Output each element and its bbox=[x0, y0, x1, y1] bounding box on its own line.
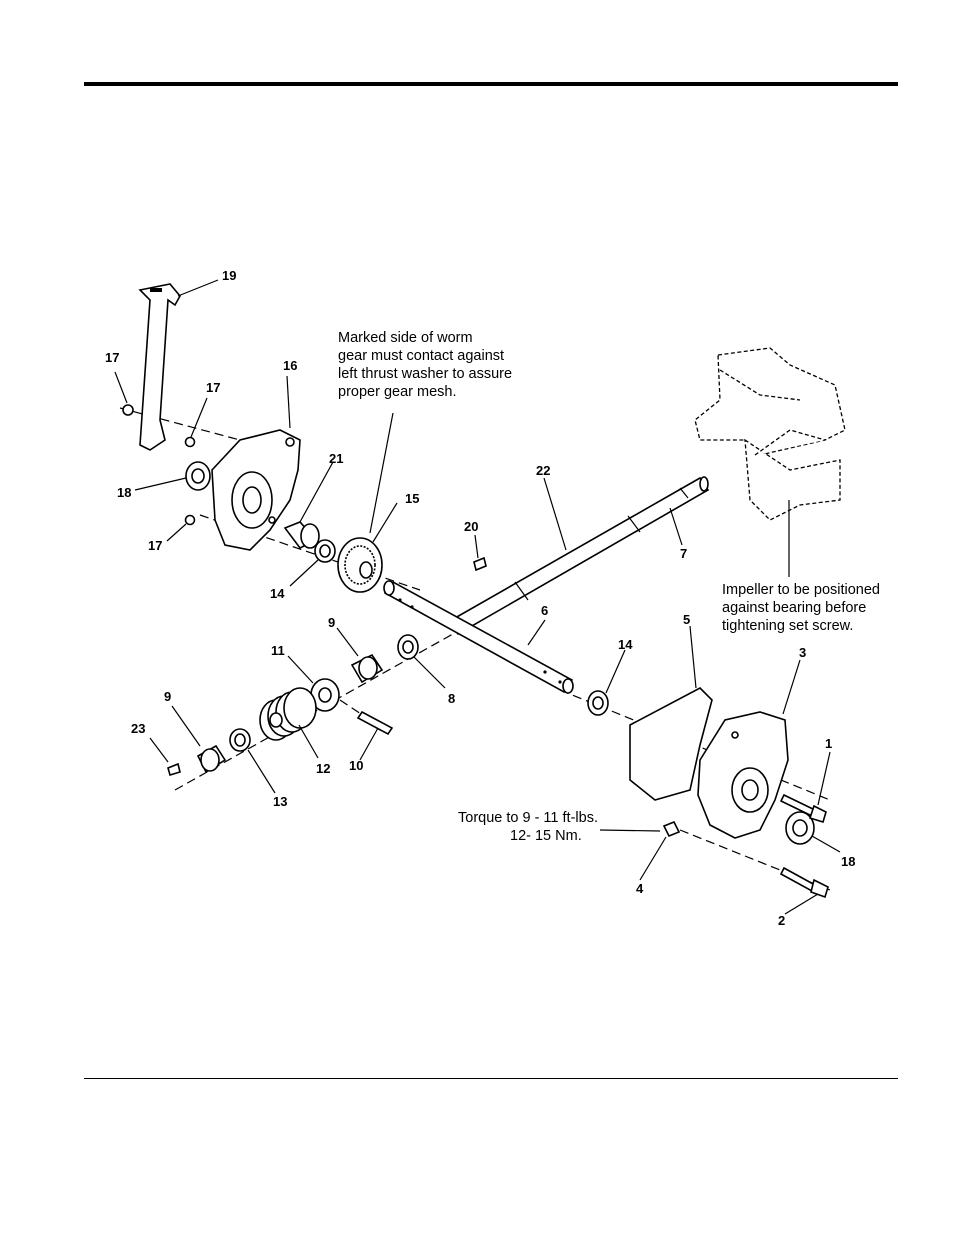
worm bbox=[260, 688, 316, 740]
note-worm-gear-line-3: left thrust washer to assure bbox=[338, 366, 512, 382]
key-part-23 bbox=[168, 764, 180, 775]
callout-14-right: 14 bbox=[618, 637, 633, 652]
callout-12: 12 bbox=[316, 761, 330, 776]
callout-21: 21 bbox=[329, 451, 343, 466]
note-worm-gear-line-1: Marked side of worm bbox=[338, 330, 473, 346]
bolt-2 bbox=[781, 868, 828, 897]
callout-7: 7 bbox=[680, 546, 687, 561]
callout-3: 3 bbox=[799, 645, 806, 660]
callout-10: 10 bbox=[349, 758, 363, 773]
callout-1: 1 bbox=[825, 736, 832, 751]
bearing-left bbox=[186, 462, 210, 490]
note-impeller-line-3: tightening set screw. bbox=[722, 618, 853, 634]
worm-gear bbox=[338, 538, 382, 592]
callout-6: 6 bbox=[541, 603, 548, 618]
housing-left-half bbox=[212, 430, 300, 550]
callout-18-right: 18 bbox=[841, 854, 855, 869]
nut-4 bbox=[664, 822, 679, 836]
callout-4: 4 bbox=[636, 881, 644, 896]
note-worm-gear: Marked side of worm gear must contact ag… bbox=[338, 330, 512, 400]
callout-15: 15 bbox=[405, 491, 419, 506]
callout-18-left: 18 bbox=[117, 485, 131, 500]
callout-23: 23 bbox=[131, 721, 145, 736]
note-torque-line-1: Torque to 9 - 11 ft-lbs. bbox=[458, 810, 598, 826]
note-torque: Torque to 9 - 11 ft-lbs. 12- 15 Nm. bbox=[458, 810, 598, 844]
spacer-9-lower bbox=[198, 746, 225, 772]
callout-2: 2 bbox=[778, 913, 785, 928]
callout-8: 8 bbox=[448, 691, 455, 706]
callout-16: 16 bbox=[283, 358, 297, 373]
callout-17-mid: 17 bbox=[206, 380, 220, 395]
washer-8 bbox=[398, 635, 418, 659]
note-torque-line-2: 12- 15 Nm. bbox=[510, 828, 582, 844]
callout-19: 19 bbox=[222, 268, 236, 283]
impeller bbox=[695, 348, 845, 520]
callout-11: 11 bbox=[271, 643, 285, 658]
callout-13: 13 bbox=[273, 794, 287, 809]
callout-14-left: 14 bbox=[270, 586, 285, 601]
note-worm-gear-line-2: gear must contact against bbox=[338, 348, 504, 364]
housing-right-half bbox=[698, 712, 788, 838]
note-impeller-line-2: against bearing before bbox=[722, 600, 866, 616]
thrust-washer-left bbox=[315, 540, 335, 562]
washer-13 bbox=[230, 729, 250, 751]
callout-5: 5 bbox=[683, 612, 690, 627]
callout-9-lower: 9 bbox=[164, 689, 171, 704]
callout-17-bottom: 17 bbox=[148, 538, 162, 553]
bushing bbox=[285, 522, 319, 548]
drive-shaft bbox=[448, 477, 708, 634]
note-worm-gear-line-4: proper gear mesh. bbox=[338, 384, 456, 400]
shift-lever bbox=[140, 284, 180, 450]
callout-20: 20 bbox=[464, 519, 478, 534]
note-impeller: Impeller to be positioned against bearin… bbox=[722, 582, 880, 634]
thrust-washer-right bbox=[588, 691, 608, 715]
callout-9-upper: 9 bbox=[328, 615, 335, 630]
key-part-20 bbox=[474, 558, 486, 570]
spacer-9-upper bbox=[352, 655, 382, 682]
callout-17-top: 17 bbox=[105, 350, 119, 365]
note-impeller-line-1: Impeller to be positioned bbox=[722, 582, 880, 598]
callout-22: 22 bbox=[536, 463, 550, 478]
pin-10 bbox=[358, 712, 392, 734]
